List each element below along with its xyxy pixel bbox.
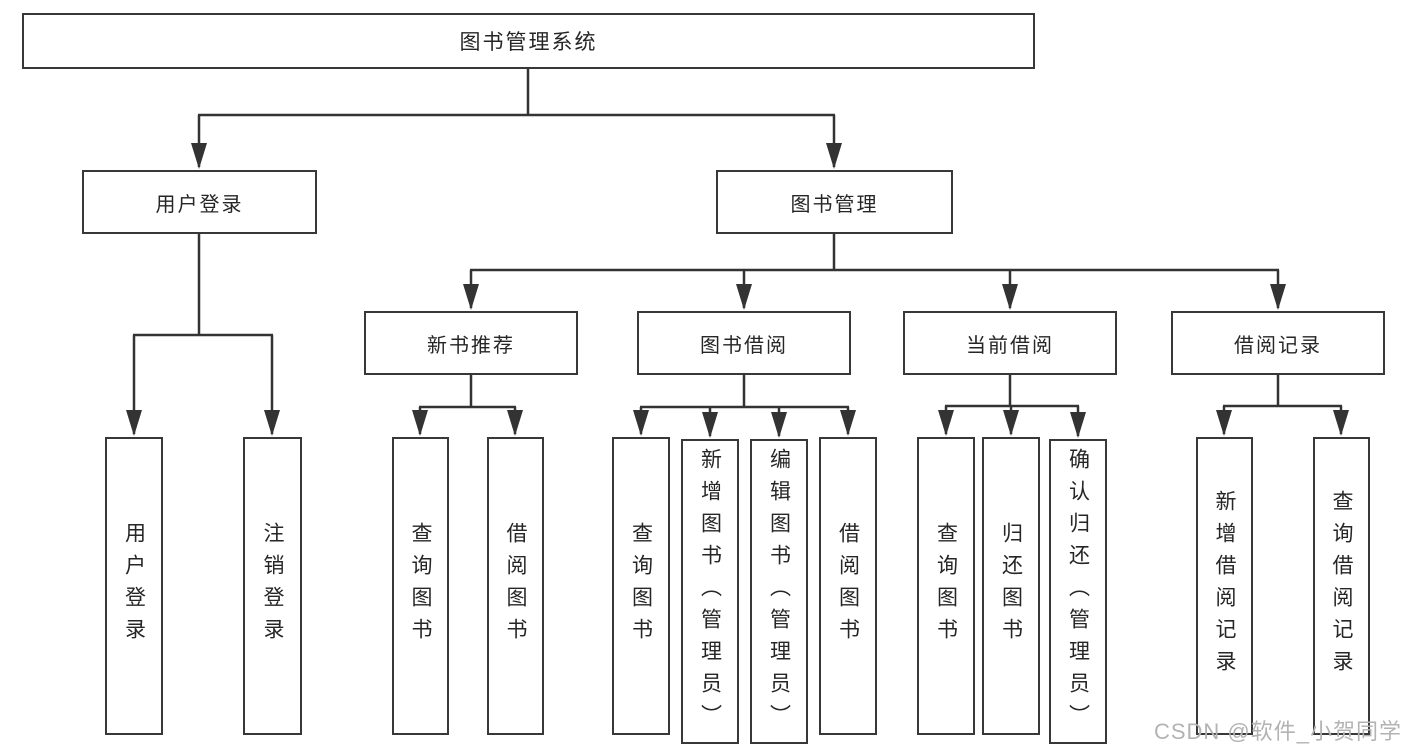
node-label: 图书借阅 <box>700 334 788 357</box>
leaf-query-books-recommend: 查询图书 <box>392 437 449 735</box>
leaf-query-borrow-record: 查询借阅记录 <box>1313 437 1370 735</box>
node-user-login: 用户登录 <box>82 170 317 234</box>
leaf-logout: 注销登录 <box>243 437 302 735</box>
node-label: 查询图书 <box>934 522 958 650</box>
node-label: 编辑图书（管理员） <box>767 447 791 736</box>
node-label: 图书管理系统 <box>459 31 598 54</box>
leaf-query-books-borrow: 查询图书 <box>612 437 670 735</box>
node-label: 查询图书 <box>629 522 653 650</box>
node-borrowing-records: 借阅记录 <box>1171 311 1385 375</box>
node-book-borrowing: 图书借阅 <box>637 311 851 375</box>
node-label: 注销登录 <box>261 522 284 650</box>
leaf-user-login: 用户登录 <box>105 437 163 735</box>
node-label: 查询借阅记录 <box>1330 490 1353 682</box>
node-current-borrowing: 当前借阅 <box>903 311 1117 375</box>
node-label: 借阅图书 <box>836 522 860 650</box>
node-label: 新增图书（管理员） <box>698 447 722 736</box>
leaf-return-book: 归还图书 <box>982 437 1040 735</box>
leaf-add-borrow-record: 新增借阅记录 <box>1196 437 1253 735</box>
node-label: 借阅图书 <box>504 522 527 650</box>
node-new-book-recommendation: 新书推荐 <box>364 311 578 375</box>
node-label: 新书推荐 <box>427 334 515 357</box>
watermark: CSDN @软件_小贺同学 <box>1153 719 1402 744</box>
node-label: 查询图书 <box>409 522 432 650</box>
node-label: 确认归还（管理员） <box>1066 447 1090 736</box>
leaf-borrow-books-recommend: 借阅图书 <box>487 437 544 735</box>
leaf-query-books-current: 查询图书 <box>917 437 975 735</box>
node-label: 借阅记录 <box>1234 334 1322 357</box>
node-book-management: 图书管理 <box>716 170 953 234</box>
leaf-add-book-admin: 新增图书（管理员） <box>681 439 739 744</box>
node-label: 用户登录 <box>155 193 244 216</box>
leaf-confirm-return-admin: 确认归还（管理员） <box>1049 439 1107 744</box>
node-label: 当前借阅 <box>966 334 1054 357</box>
leaf-edit-book-admin: 编辑图书（管理员） <box>750 439 808 744</box>
node-label: 用户登录 <box>122 522 146 650</box>
node-library-management-system: 图书管理系统 <box>22 13 1035 69</box>
node-label: 新增借阅记录 <box>1213 490 1236 682</box>
leaf-borrow-book: 借阅图书 <box>819 437 877 735</box>
node-label: 图书管理 <box>790 193 879 216</box>
node-label: 归还图书 <box>999 522 1023 650</box>
